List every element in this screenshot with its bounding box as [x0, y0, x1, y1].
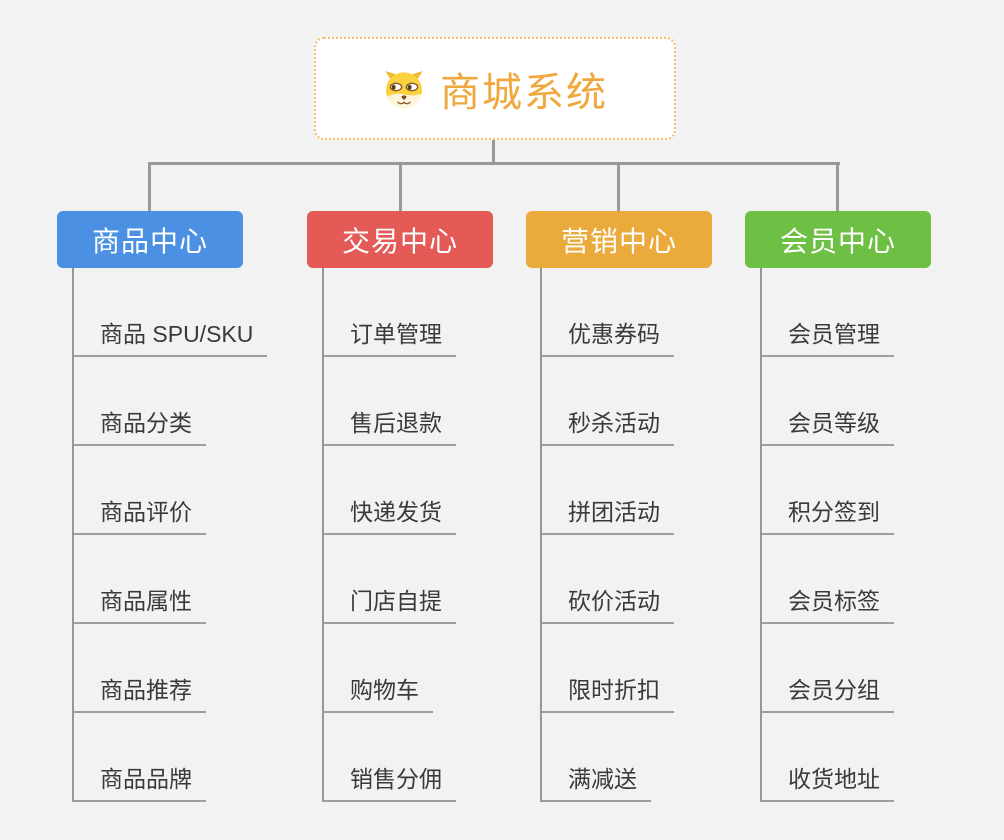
- child-branch-line: [322, 268, 324, 802]
- child-branch-line: [760, 268, 762, 802]
- child-topic[interactable]: 销售分佣: [322, 713, 456, 802]
- child-topic[interactable]: 商品 SPU/SKU: [72, 268, 268, 357]
- child-topic[interactable]: 门店自提: [322, 535, 456, 624]
- child-topic[interactable]: 限时折扣: [540, 624, 674, 713]
- children-column-member: 会员管理 会员等级 积分签到 会员标签 会员分组 收货地址: [760, 268, 894, 802]
- dog-face-icon: [385, 70, 423, 108]
- child-topic[interactable]: 会员分组: [760, 624, 894, 713]
- child-topic[interactable]: 售后退款: [322, 357, 456, 446]
- connector-drop-3: [617, 162, 620, 211]
- child-branch-line: [72, 268, 74, 802]
- child-topic[interactable]: 商品评价: [72, 446, 267, 535]
- child-topic[interactable]: 购物车: [322, 624, 456, 713]
- child-topic[interactable]: 商品分类: [72, 357, 267, 446]
- connector-drop-1: [148, 162, 151, 211]
- child-topic[interactable]: 积分签到: [760, 446, 894, 535]
- connector-drop-2: [399, 162, 402, 211]
- children-column-product: 商品 SPU/SKU 商品分类 商品评价 商品属性 商品推荐 商品品牌: [72, 268, 268, 802]
- child-topic[interactable]: 满减送: [540, 713, 674, 802]
- connector-root-stub: [492, 140, 495, 165]
- child-topic[interactable]: 优惠券码: [540, 268, 674, 357]
- child-topic[interactable]: 快递发货: [322, 446, 456, 535]
- child-topic[interactable]: 订单管理: [322, 268, 456, 357]
- branch-node-product-center[interactable]: 商品中心: [57, 211, 243, 268]
- connector-drop-4: [836, 162, 839, 211]
- root-title: 商城系统: [440, 70, 608, 115]
- children-column-marketing: 优惠券码 秒杀活动 拼团活动 砍价活动 限时折扣 满减送: [540, 268, 674, 802]
- child-topic[interactable]: 会员等级: [760, 357, 894, 446]
- child-topic[interactable]: 商品推荐: [72, 624, 267, 713]
- child-topic[interactable]: 秒杀活动: [540, 357, 674, 446]
- child-topic[interactable]: 会员管理: [760, 268, 894, 357]
- children-column-trade: 订单管理 售后退款 快递发货 门店自提 购物车 销售分佣: [322, 268, 456, 802]
- child-topic[interactable]: 会员标签: [760, 535, 894, 624]
- child-topic[interactable]: 商品属性: [72, 535, 267, 624]
- root-node-mall-system[interactable]: 商城系统: [314, 37, 676, 140]
- connector-horizontal: [148, 162, 840, 165]
- child-topic[interactable]: 砍价活动: [540, 535, 674, 624]
- child-branch-line: [540, 268, 542, 802]
- branch-node-member-center[interactable]: 会员中心: [745, 211, 931, 268]
- child-topic[interactable]: 收货地址: [760, 713, 894, 802]
- branch-node-marketing-center[interactable]: 营销中心: [526, 211, 712, 268]
- branch-node-trade-center[interactable]: 交易中心: [307, 211, 493, 268]
- child-topic[interactable]: 拼团活动: [540, 446, 674, 535]
- child-topic[interactable]: 商品品牌: [72, 713, 267, 802]
